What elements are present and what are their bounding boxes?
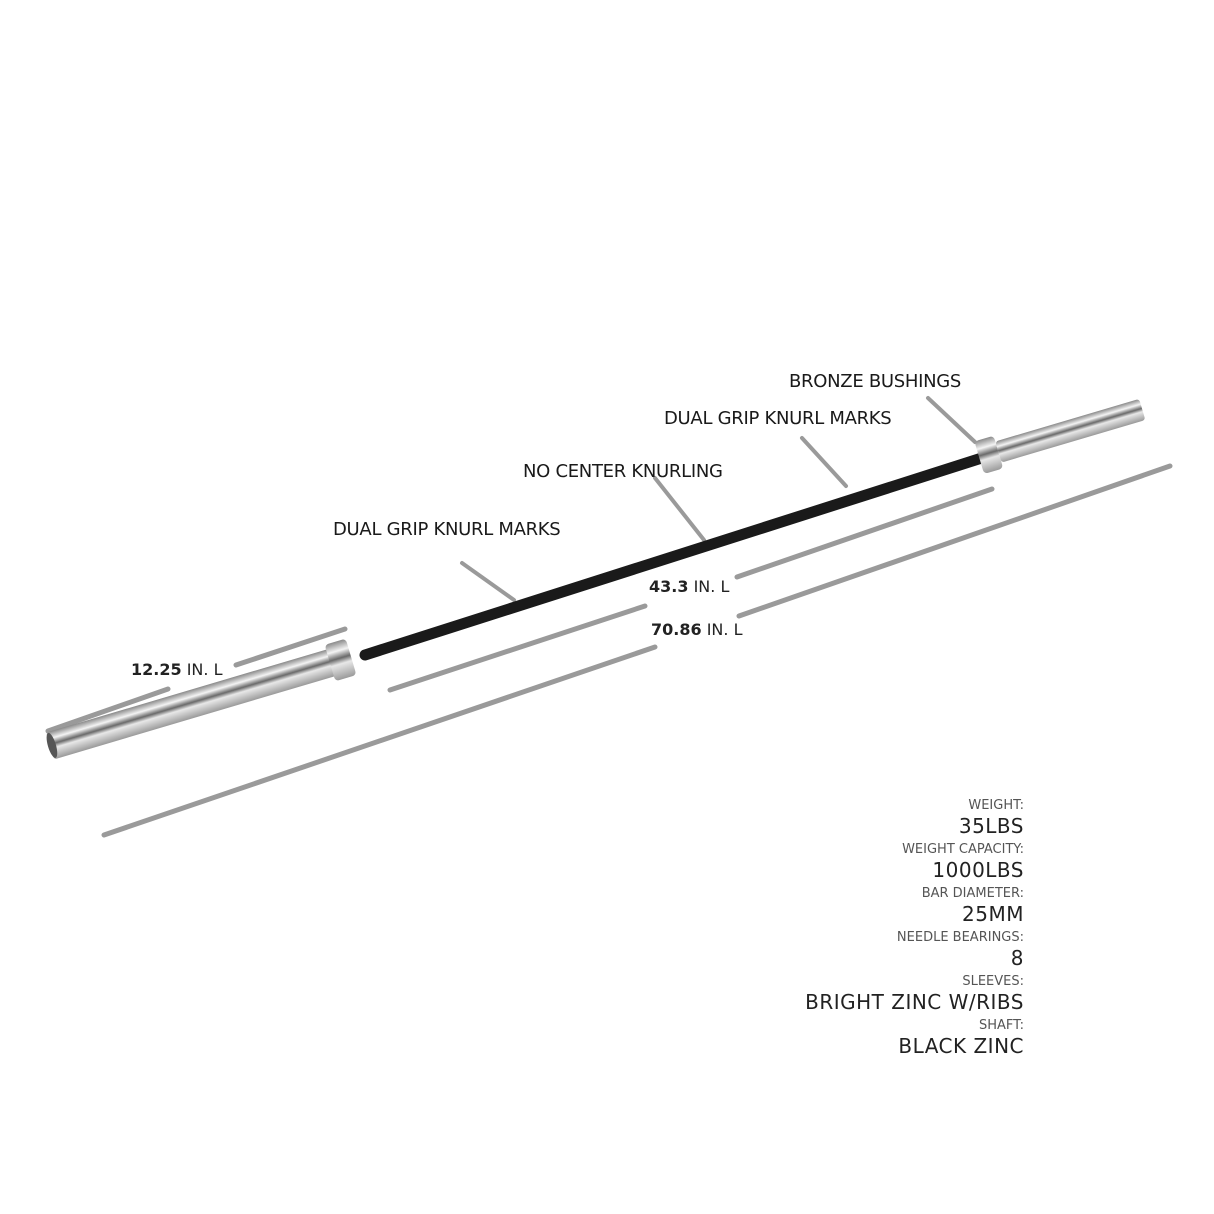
right-sleeve xyxy=(975,399,1145,474)
overall-length-unit: IN. L xyxy=(706,620,743,639)
sleeve-length-unit: IN. L xyxy=(186,660,223,679)
overall-dimension-line xyxy=(736,463,1173,619)
sleeve-length-value: 12.25 xyxy=(131,660,182,679)
left-collar xyxy=(325,639,356,681)
sleeve-length-label: 12.25 IN. L xyxy=(131,660,222,679)
leader-lines xyxy=(460,396,977,602)
left-sleeve xyxy=(46,639,356,759)
overall-length-label: 70.86 IN. L xyxy=(651,620,742,639)
callout-no-center-knurling: NO CENTER KNURLING xyxy=(523,461,723,482)
sleeve-dimension-line xyxy=(45,686,171,734)
spec-value: 35LBS xyxy=(958,814,1024,838)
spec-value: 8 xyxy=(1010,946,1024,970)
spec-label: BAR DIAMETER: xyxy=(921,886,1024,901)
shaft-length-label: 43.3 IN. L xyxy=(649,577,729,596)
shaft-length-unit: IN. L xyxy=(693,577,730,596)
spec-value: 1000LBS xyxy=(932,858,1024,882)
spec-label: WEIGHT: xyxy=(968,798,1024,813)
spec-label: WEIGHT CAPACITY: xyxy=(902,842,1024,857)
spec-label: SHAFT: xyxy=(978,1018,1024,1033)
shaft xyxy=(359,450,994,661)
spec-value: BRIGHT ZINC W/RIBS xyxy=(805,990,1024,1014)
overall-dimension-line xyxy=(101,644,658,838)
spec-value: BLACK ZINC xyxy=(898,1034,1024,1058)
spec-label: NEEDLE BEARINGS: xyxy=(896,930,1024,945)
callout-dual-grip-knurl-lower: DUAL GRIP KNURL MARKS xyxy=(333,519,561,540)
shaft-dimension-line xyxy=(734,486,995,580)
spec-value: 25MM xyxy=(962,902,1024,926)
sleeve-dimension-line xyxy=(233,626,348,668)
specs-list: WEIGHT: 35LBS WEIGHT CAPACITY: 1000LBS B… xyxy=(805,794,1024,1058)
right-collar xyxy=(975,436,1003,474)
dimension-lines xyxy=(45,463,1173,838)
overall-length-value: 70.86 xyxy=(651,620,702,639)
shaft-dimension-line xyxy=(387,603,648,693)
callout-bronze-bushings: BRONZE BUSHINGS xyxy=(789,371,962,392)
shaft-length-value: 43.3 xyxy=(649,577,689,596)
callout-dual-grip-knurl-upper: DUAL GRIP KNURL MARKS xyxy=(664,408,892,429)
spec-label: SLEEVES: xyxy=(962,974,1024,989)
